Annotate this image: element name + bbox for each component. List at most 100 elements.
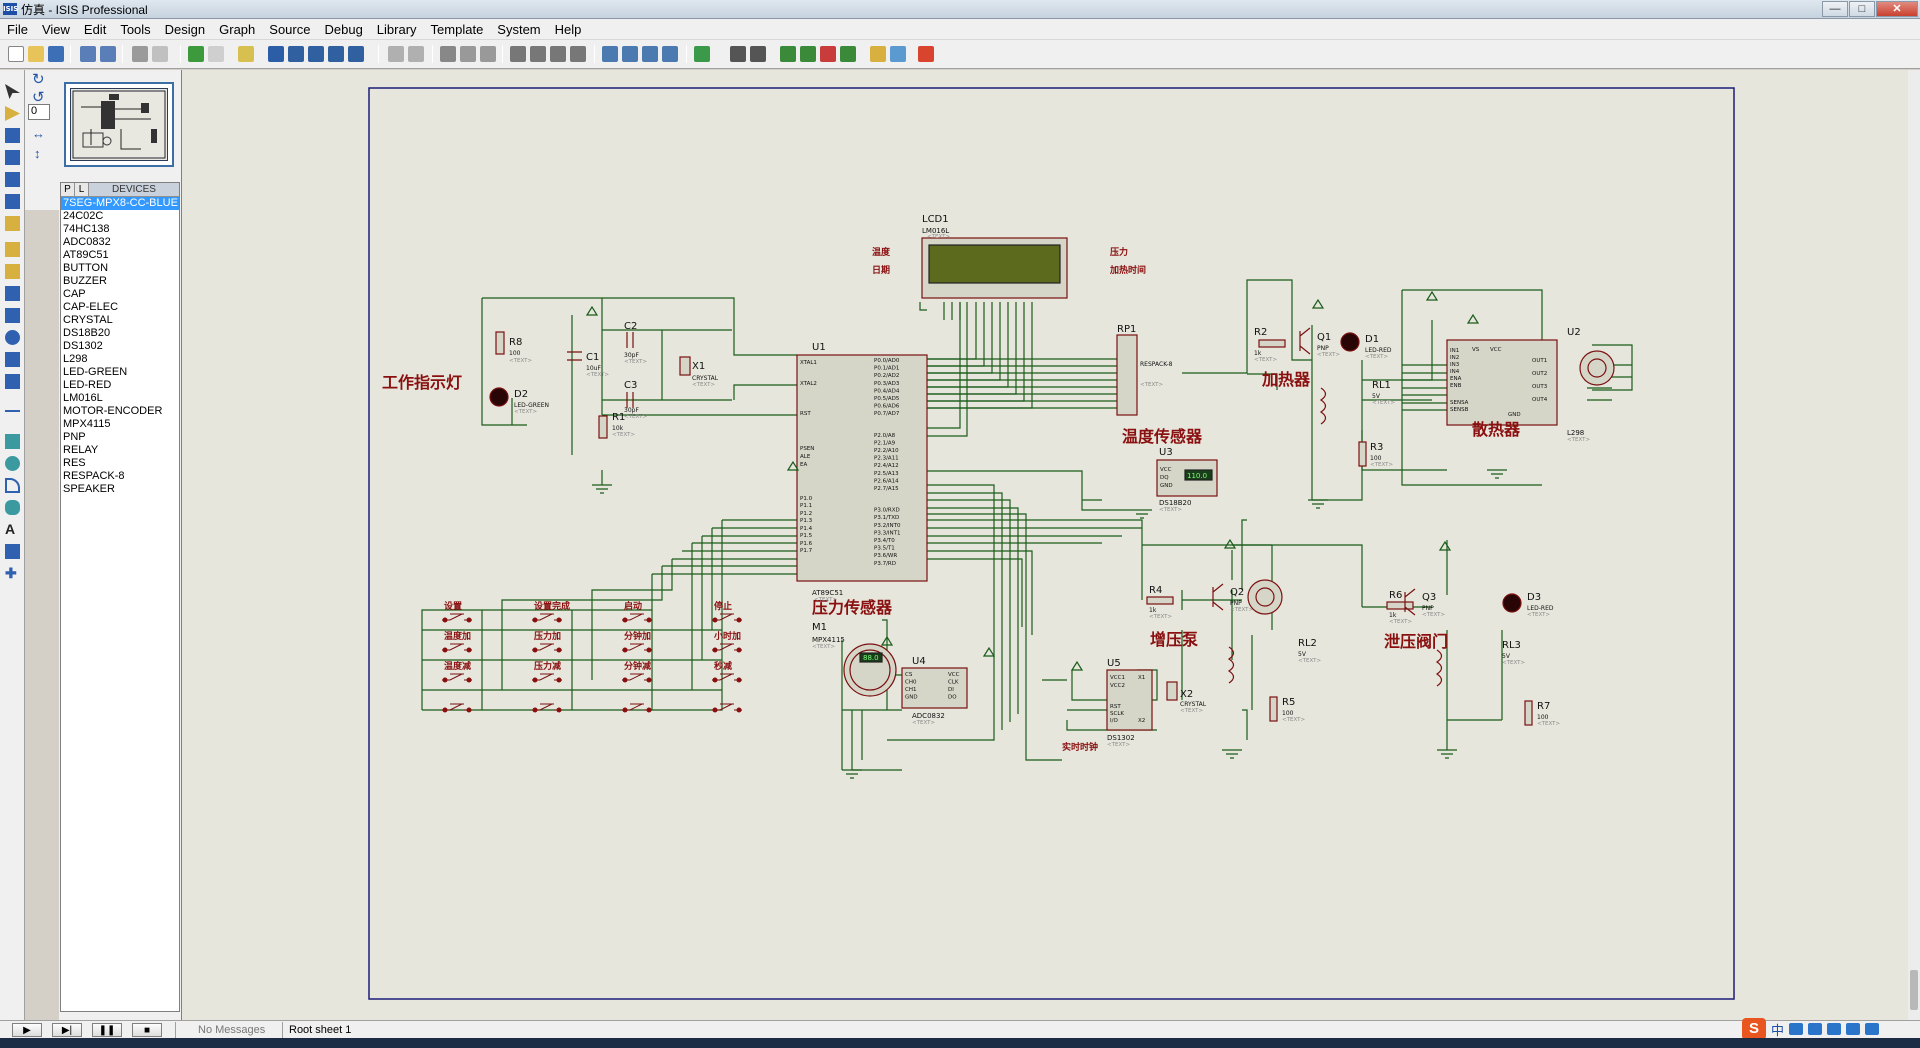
device-list-item[interactable]: CAP [63, 288, 86, 300]
new-sheet-icon[interactable] [780, 46, 796, 62]
zoom-all-icon[interactable] [328, 46, 344, 62]
device-list-item[interactable]: LM016L [63, 392, 103, 404]
cut-icon[interactable] [440, 46, 456, 62]
device-list-item[interactable]: DS18B20 [63, 327, 111, 339]
redraw-icon[interactable] [188, 46, 204, 62]
menu-template[interactable]: Template [430, 21, 484, 37]
make-device-icon[interactable] [622, 46, 638, 62]
maximize-button[interactable]: □ [1849, 1, 1875, 17]
ime-skin-icon[interactable] [1846, 1023, 1861, 1035]
print-icon[interactable] [132, 46, 148, 62]
electrical-check-icon[interactable] [890, 46, 906, 62]
mirror-x-icon[interactable]: ↔ [32, 126, 45, 141]
play-button[interactable]: ▶ [12, 1023, 42, 1037]
menu-view[interactable]: View [41, 21, 70, 37]
keypad-button[interactable]: 温度加 [442, 630, 472, 653]
keypad-button[interactable]: 启动 [622, 600, 652, 623]
graph-mode-icon[interactable] [5, 286, 20, 301]
rotate-cw-icon[interactable]: ↻ [32, 71, 45, 88]
ime-punct-icon[interactable] [1789, 1023, 1804, 1035]
zoom-in-icon[interactable] [288, 46, 304, 62]
menu-debug[interactable]: Debug [324, 21, 363, 37]
text-icon[interactable]: A [5, 521, 16, 537]
import-icon[interactable] [80, 46, 96, 62]
generator-icon[interactable] [5, 330, 20, 345]
origin-icon[interactable] [238, 46, 254, 62]
paste-icon[interactable] [480, 46, 496, 62]
ares-icon[interactable] [918, 46, 934, 62]
pan-icon[interactable] [268, 46, 284, 62]
search-tag-icon[interactable] [730, 46, 746, 62]
keypad-button[interactable]: 小时加 [712, 630, 742, 653]
box-icon[interactable] [5, 434, 20, 449]
close-button[interactable]: ✕ [1876, 1, 1918, 17]
device-list-item[interactable]: L298 [63, 353, 88, 365]
device-list-item[interactable]: 74HC138 [63, 223, 110, 235]
tape-recorder-icon[interactable] [5, 308, 20, 323]
menu-file[interactable]: File [7, 21, 28, 37]
virtual-instrument-icon[interactable] [5, 374, 20, 389]
keypad-button[interactable]: 压力加 [532, 630, 562, 653]
pause-button[interactable]: ❚❚ [92, 1023, 122, 1037]
ime-mic-icon[interactable] [1808, 1023, 1823, 1035]
device-list-item[interactable]: DS1302 [63, 340, 103, 352]
menu-design[interactable]: Design [164, 21, 206, 37]
menu-system[interactable]: System [497, 21, 541, 37]
stop-button[interactable]: ■ [132, 1023, 162, 1037]
rotation-angle-input[interactable]: 0 [28, 104, 50, 120]
menu-library[interactable]: Library [376, 21, 417, 37]
path-icon[interactable] [5, 500, 20, 515]
device-list-item[interactable]: LED-GREEN [63, 366, 128, 378]
messages-status[interactable]: No Messages [175, 1022, 280, 1038]
keypad-button[interactable]: 温度减 [442, 660, 472, 683]
copy-icon[interactable] [460, 46, 476, 62]
menu-tools[interactable]: Tools [120, 21, 151, 37]
keypad-button[interactable]: 分钟减 [622, 660, 652, 683]
ime-language[interactable]: 中 [1771, 1023, 1785, 1039]
keypad-button[interactable]: 停止 [712, 600, 742, 623]
keypad-button[interactable]: 压力减 [532, 660, 562, 683]
wire-autorouter-icon[interactable] [694, 46, 710, 62]
line-icon[interactable] [5, 410, 20, 412]
print-area-icon[interactable] [152, 46, 168, 62]
pick-device-icon[interactable] [602, 46, 618, 62]
arc-icon[interactable] [5, 478, 20, 493]
device-list-item[interactable]: 24C02C [63, 210, 104, 222]
device-list-item[interactable]: BUZZER [63, 275, 107, 287]
property-tool-icon[interactable] [750, 46, 766, 62]
scroll-thumb[interactable] [1910, 970, 1918, 1010]
export-icon[interactable] [100, 46, 116, 62]
undo-icon[interactable] [388, 46, 404, 62]
device-list-item[interactable]: MOTOR-ENCODER [63, 405, 163, 417]
keypad-button[interactable] [622, 703, 652, 713]
sogou-icon[interactable]: S [1742, 1018, 1766, 1040]
block-move-icon[interactable] [530, 46, 546, 62]
ime-keyboard-icon[interactable] [1827, 1023, 1842, 1035]
grid-icon[interactable] [208, 46, 224, 62]
library-manager-tab[interactable]: L [75, 183, 89, 196]
new-file-icon[interactable] [8, 46, 24, 62]
pick-devices-tab[interactable]: P [61, 183, 75, 196]
open-folder-icon[interactable] [28, 46, 44, 62]
keypad-button[interactable] [712, 703, 742, 713]
device-list-item[interactable]: CRYSTAL [63, 314, 113, 326]
bill-of-materials-icon[interactable] [870, 46, 886, 62]
keypad-button[interactable]: 设置 [442, 600, 472, 623]
device-list-item[interactable]: LED-RED [63, 379, 112, 391]
device-list-item[interactable]: RELAY [63, 444, 99, 456]
device-pin-icon[interactable] [5, 264, 20, 279]
packaging-icon[interactable] [642, 46, 658, 62]
menu-source[interactable]: Source [269, 21, 311, 37]
ime-tools-icon[interactable] [1865, 1023, 1880, 1035]
keypad-button[interactable] [532, 703, 562, 713]
rotate-ccw-icon[interactable]: ↺ [32, 89, 45, 106]
menu-graph[interactable]: Graph [219, 21, 256, 37]
zoom-area-icon[interactable] [348, 46, 364, 62]
circle-icon[interactable] [5, 456, 20, 471]
junction-mode-icon[interactable] [5, 128, 20, 143]
menu-edit[interactable]: Edit [83, 21, 107, 37]
text-script-icon[interactable] [5, 172, 20, 187]
device-list-item[interactable]: SPEAKER [63, 483, 115, 495]
device-list-item[interactable]: BUTTON [63, 262, 109, 274]
mirror-y-icon[interactable]: ↕ [34, 146, 41, 161]
